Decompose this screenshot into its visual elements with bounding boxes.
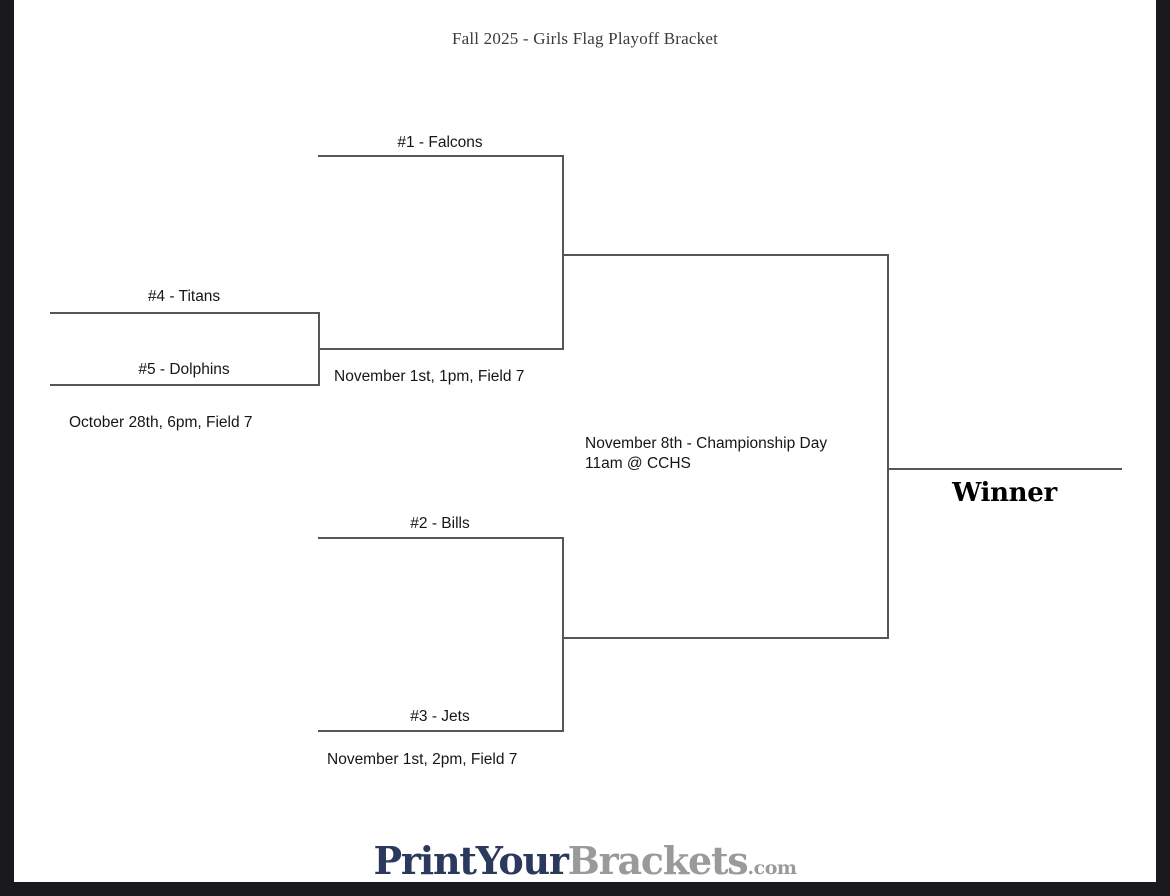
round1-dolphins-line [50, 384, 318, 386]
logo-part-brackets: Brackets [567, 838, 749, 883]
bracket-sheet: Fall 2025 - Girls Flag Playoff Bracket #… [14, 0, 1156, 883]
semifinal-top-falcons-line [318, 155, 562, 157]
winner-label: Winner [952, 478, 1057, 508]
slot-bills[interactable]: #2 - Bills [410, 515, 470, 532]
slot-titans[interactable]: #4 - Titans [147, 288, 221, 305]
final-top-line[interactable] [562, 254, 887, 256]
round1-game-info: October 28th, 6pm, Field 7 [69, 414, 253, 431]
final-game-info-line2: 11am @ CCHS [585, 455, 691, 472]
semifinal-bottom-game-info: November 1st, 2pm, Field 7 [327, 751, 518, 768]
slot-jets[interactable]: #3 - Jets [410, 708, 470, 725]
logo-part-dotcom: .com [747, 857, 797, 879]
final-bottom-line[interactable] [562, 637, 887, 639]
slot-falcons[interactable]: #1 - Falcons [397, 134, 483, 151]
final-game-info: November 8th - Championship Day 11am @ C… [585, 434, 827, 474]
semifinal-bottom-joiner [562, 537, 564, 732]
final-game-info-line1: November 8th - Championship Day [585, 435, 828, 452]
logo-part-printyour: PrintYour [373, 838, 569, 883]
semifinal-top-winner-line[interactable] [318, 348, 562, 350]
round1-titans-line [50, 312, 318, 314]
semifinal-bottom-bills-line [318, 537, 562, 539]
slot-dolphins[interactable]: #5 - Dolphins [138, 361, 230, 378]
semifinal-bottom-jets-line [318, 730, 562, 732]
printyourbrackets-logo: PrintYourBrackets.com [14, 838, 1156, 883]
semifinal-top-game-info: November 1st, 1pm, Field 7 [334, 368, 525, 385]
page-title: Fall 2025 - Girls Flag Playoff Bracket [451, 29, 719, 48]
semifinal-top-joiner [562, 155, 564, 350]
final-joiner [887, 254, 889, 639]
winner-line[interactable] [887, 468, 1122, 470]
